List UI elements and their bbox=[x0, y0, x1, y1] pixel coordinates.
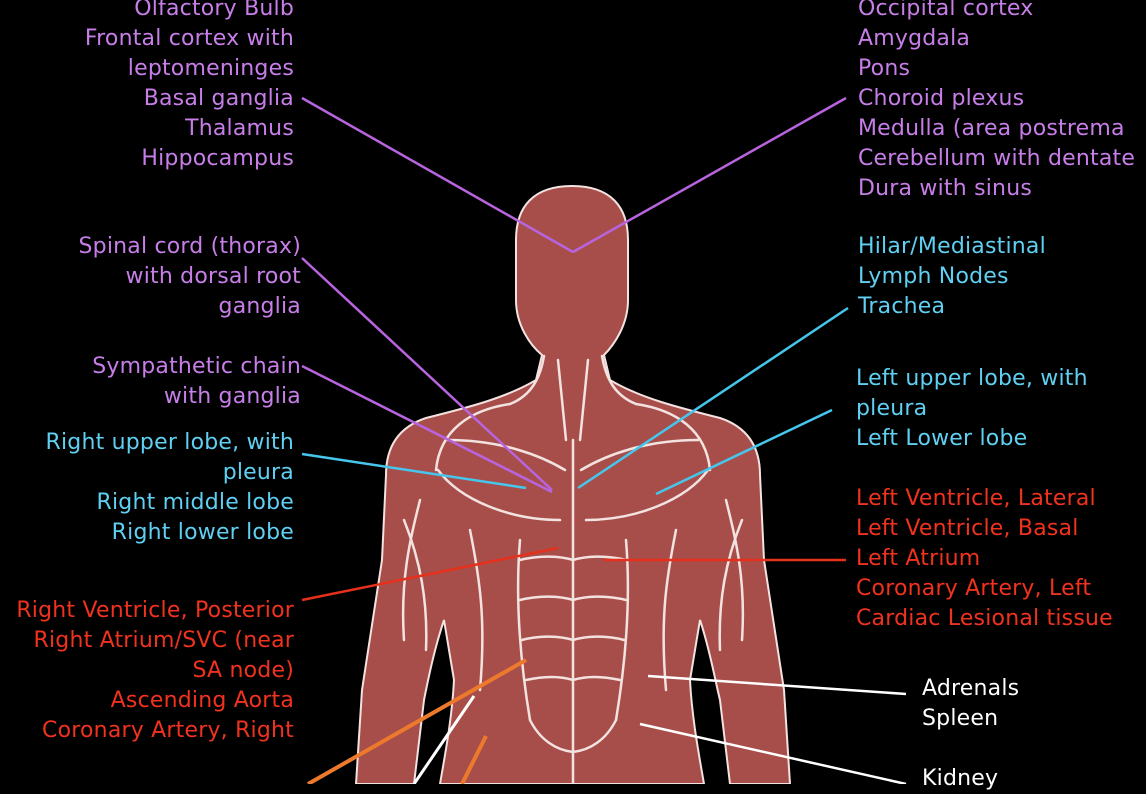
sympathetic-connector bbox=[301, 364, 553, 494]
abdominal-connector-2 bbox=[460, 735, 488, 784]
label-olfactory-bulb: Olfactory Bulb bbox=[134, 0, 294, 21]
label-pleura-left: pleura bbox=[856, 396, 928, 421]
abdominal-connector-1 bbox=[307, 658, 527, 784]
brain-right-connector bbox=[572, 96, 847, 254]
brain-right-labels: Occipital cortex Amygdala Pons Choroid p… bbox=[858, 0, 1135, 204]
label-right-middle-lobe: Right middle lobe bbox=[96, 490, 294, 515]
label-choroid-plexus: Choroid plexus bbox=[858, 86, 1025, 111]
muscle-lines bbox=[401, 354, 745, 784]
label-with-ganglia: with ganglia bbox=[163, 384, 301, 409]
label-ganglia: ganglia bbox=[218, 294, 301, 319]
label-left-lower-lobe: Left Lower lobe bbox=[856, 426, 1028, 451]
right-heart-connector bbox=[301, 546, 559, 602]
label-lv-lateral: Left Ventricle, Lateral bbox=[856, 486, 1096, 511]
label-spleen: Spleen bbox=[922, 706, 999, 731]
connector-lines bbox=[301, 96, 907, 784]
label-pons: Pons bbox=[858, 56, 911, 81]
label-adrenals: Adrenals bbox=[922, 676, 1020, 701]
label-sa-node: SA node) bbox=[192, 658, 294, 683]
spinal-connector bbox=[301, 257, 553, 491]
label-spinal-cord: Spinal cord (thorax) bbox=[78, 234, 301, 259]
label-left-atrium: Left Atrium bbox=[856, 546, 981, 571]
right-heart-labels: Right Ventricle, Posterior Right Atrium/… bbox=[16, 596, 294, 746]
label-right-upper-lobe: Right upper lobe, with bbox=[45, 430, 294, 455]
label-right-ventricle: Right Ventricle, Posterior bbox=[16, 598, 294, 623]
label-basal-ganglia: Basal ganglia bbox=[143, 86, 294, 111]
label-trachea: Trachea bbox=[858, 294, 946, 319]
lymph-connector bbox=[577, 306, 849, 490]
label-hippocampus: Hippocampus bbox=[141, 146, 294, 171]
brain-left-labels: Olfactory Bulb Frontal cortex with lepto… bbox=[85, 0, 294, 174]
label-hilar-mediastinal: Hilar/Mediastinal bbox=[858, 234, 1046, 259]
spinal-labels: Spinal cord (thorax) with dorsal root ga… bbox=[79, 232, 302, 322]
label-thalamus: Thalamus bbox=[185, 116, 294, 141]
label-coronary-left: Coronary Artery, Left bbox=[856, 576, 1092, 601]
label-leptomeninges: leptomeninges bbox=[127, 56, 294, 81]
label-sympathetic-chain: Sympathetic chain bbox=[92, 354, 301, 379]
sympathetic-labels: Sympathetic chain with ganglia bbox=[92, 352, 301, 412]
label-pleura-right: pleura bbox=[222, 460, 294, 485]
label-left-upper-lobe: Left upper lobe, with bbox=[856, 366, 1088, 391]
label-dura: Dura with sinus bbox=[858, 176, 1032, 201]
label-medulla: Medulla (area postrema bbox=[858, 116, 1125, 141]
label-occipital-cortex: Occipital cortex bbox=[858, 0, 1034, 21]
adrenal-labels: Adrenals Spleen bbox=[922, 674, 1019, 734]
label-lv-basal: Left Ventricle, Basal bbox=[856, 516, 1079, 541]
label-frontal-cortex: Frontal cortex with bbox=[84, 26, 294, 51]
label-cerebellum: Cerebellum with dentate bbox=[858, 146, 1136, 171]
kidney-connector bbox=[639, 722, 907, 784]
label-right-atrium: Right Atrium/SVC (near bbox=[33, 628, 294, 653]
right-lung-labels: Right upper lobe, with pleura Right midd… bbox=[45, 428, 294, 548]
label-lymph-nodes: Lymph Nodes bbox=[858, 264, 1009, 289]
lymph-labels: Hilar/Mediastinal Lymph Nodes Trachea bbox=[858, 232, 1046, 322]
label-amygdala: Amygdala bbox=[858, 26, 971, 51]
label-kidney: Kidney bbox=[922, 766, 999, 791]
left-lung-connector bbox=[655, 408, 833, 496]
left-lung-labels: Left upper lobe, with pleura Left Lower … bbox=[856, 364, 1088, 454]
label-right-lower-lobe: Right lower lobe bbox=[111, 520, 294, 545]
label-ascending-aorta: Ascending Aorta bbox=[110, 688, 294, 713]
label-cardiac-lesional: Cardiac Lesional tissue bbox=[856, 606, 1113, 631]
right-lung-connector bbox=[301, 452, 527, 490]
adrenal-connector bbox=[647, 674, 907, 696]
label-coronary-right: Coronary Artery, Right bbox=[42, 718, 294, 743]
kidney-labels: Kidney bbox=[922, 764, 998, 794]
left-heart-labels: Left Ventricle, Lateral Left Ventricle, … bbox=[856, 484, 1113, 634]
brain-left-connector bbox=[301, 96, 574, 254]
label-dorsal-root: with dorsal root bbox=[125, 264, 301, 289]
white-connector-left bbox=[412, 695, 476, 784]
